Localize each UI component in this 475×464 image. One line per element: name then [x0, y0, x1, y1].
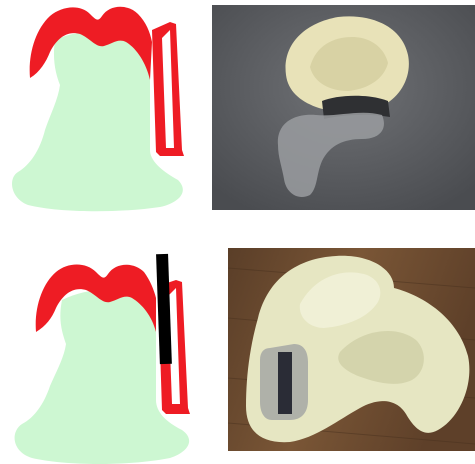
photo-plaster-model-top [212, 5, 475, 210]
red-retention-loop [152, 22, 184, 156]
dark-insert [278, 352, 292, 414]
schematic-diagram-top [0, 0, 210, 215]
photo-appliance-on-wood [228, 248, 475, 451]
schematic-diagram-bottom [0, 240, 215, 464]
black-insert [156, 254, 172, 364]
